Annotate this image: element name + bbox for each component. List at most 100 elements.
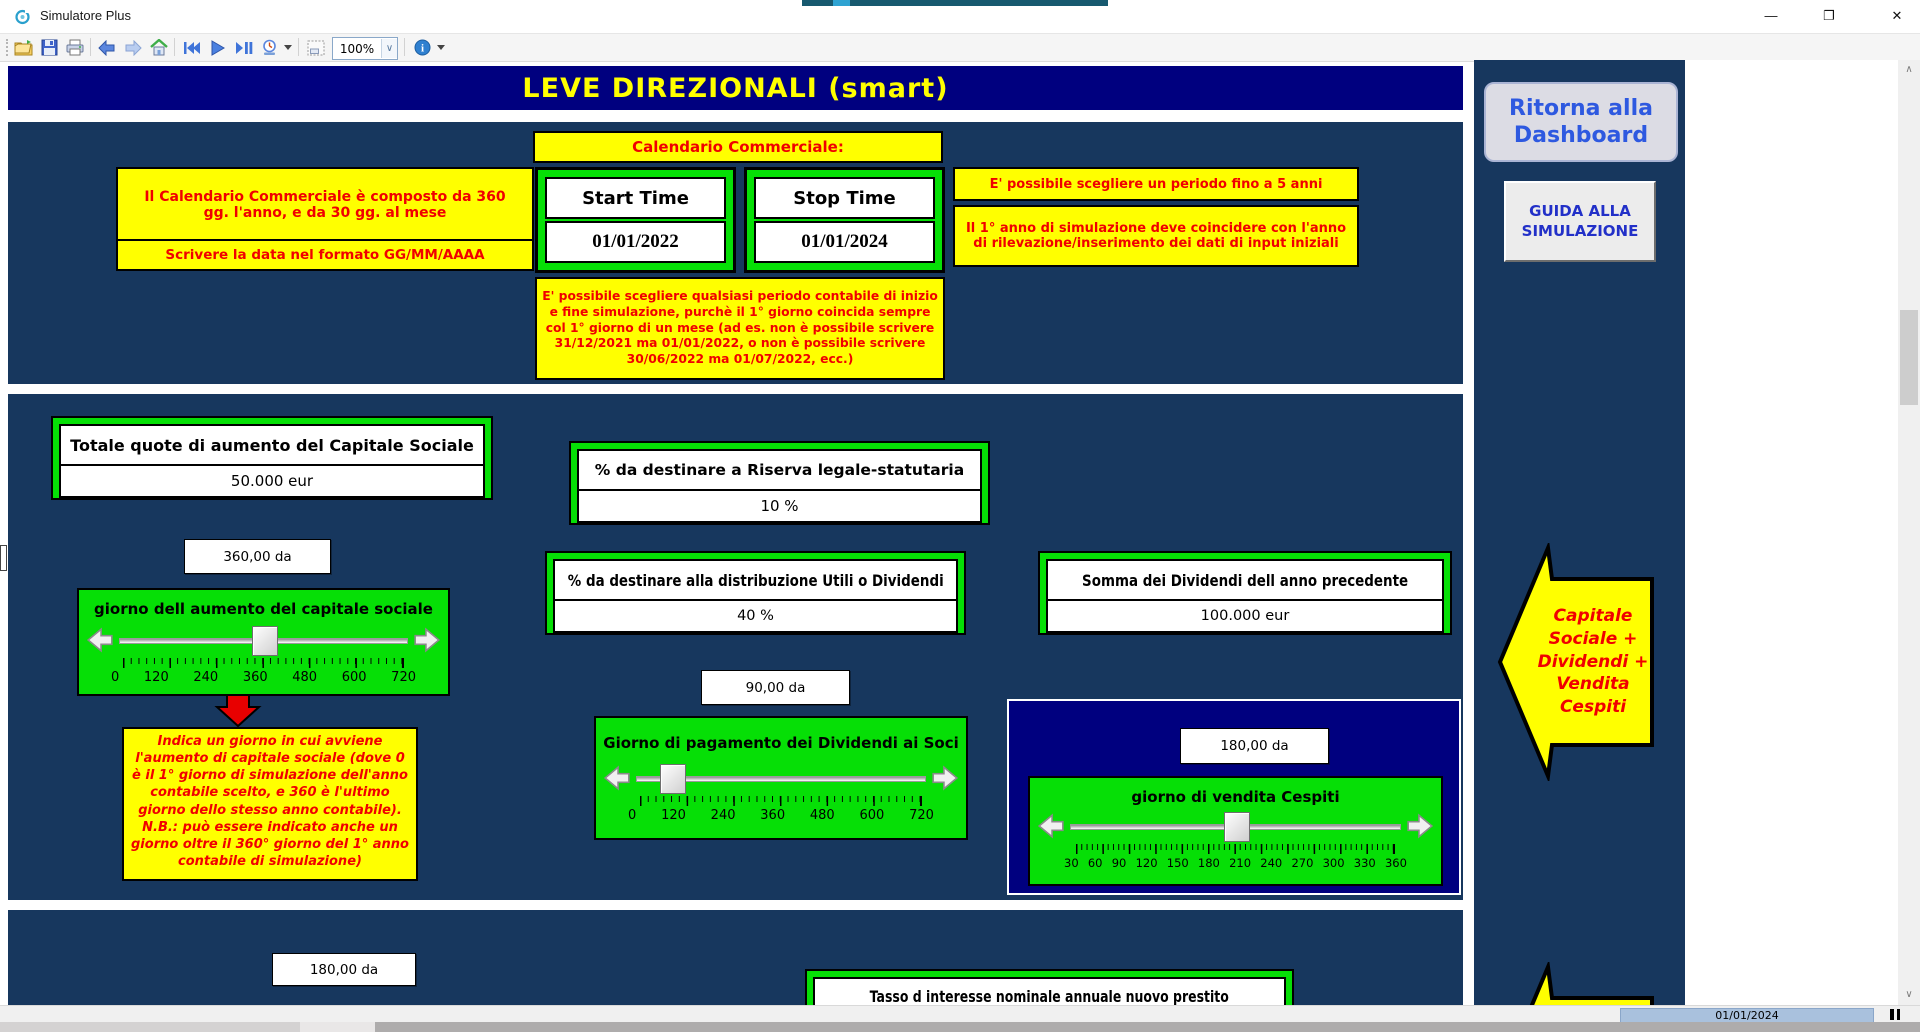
dividends-slider-label: Giorno di pagamento dei Dividendi ai Soc… [603, 734, 959, 752]
capital-day-value[interactable]: 360,00 da [184, 539, 331, 574]
dividends-percent-value[interactable]: 40 % [553, 601, 958, 633]
forward-button[interactable] [122, 37, 144, 58]
slider-right-arrow[interactable] [1405, 812, 1435, 840]
slider-thumb[interactable] [1223, 812, 1250, 842]
slider-thumb[interactable] [251, 626, 278, 656]
horizontal-scroll-thumb[interactable] [375, 1022, 1920, 1032]
calendar-composition-info: Il Calendario Commerciale è composto da … [116, 167, 534, 243]
capital-note: Indica un giorno in cui avviene l'aument… [122, 727, 418, 881]
save-button[interactable] [38, 37, 60, 58]
start-time-label: Start Time [545, 177, 726, 219]
toolbar-grip [6, 39, 8, 56]
slider-right-arrow[interactable] [412, 626, 442, 654]
calendar-section: Calendario Commerciale: Il Calendario Co… [8, 122, 1463, 384]
page-banner: LEVE DIREZIONALI (smart) [8, 66, 1463, 110]
slider-left-arrow[interactable] [602, 764, 632, 792]
slider-left-arrow[interactable] [85, 626, 115, 654]
capital-arrow-text: Capitale Sociale + Dividendi + Vendita C… [1537, 605, 1649, 718]
pause-button[interactable] [1888, 1009, 1902, 1020]
scroll-down-arrow[interactable]: ∨ [1905, 989, 1913, 1000]
slider-ticks [123, 658, 404, 668]
simulation-clock-button[interactable] [258, 37, 280, 58]
capital-arrow: Capitale Sociale + Dividendi + Vendita C… [1492, 540, 1660, 784]
assets-slider-label: giorno di vendita Cespiti [1131, 788, 1340, 806]
toolbar-separator [174, 38, 175, 56]
calendar-format-info: Scrivere la data nel formato GG/MM/AAAA [116, 239, 534, 271]
dividends-day-slider: Giorno di pagamento dei Dividendi ai Soc… [594, 716, 968, 840]
play-button[interactable] [207, 37, 229, 58]
slider-right-arrow[interactable] [930, 764, 960, 792]
app-icon [15, 9, 30, 25]
capital-day-slider: giorno dell aumento del capitale sociale… [77, 588, 450, 696]
capital-slider-label: giorno dell aumento del capitale sociale [94, 600, 433, 618]
vertical-scroll-thumb[interactable] [1900, 310, 1918, 405]
reserve-percent-value[interactable]: 10 % [577, 491, 982, 523]
reserve-percent-box: % da destinare a Riserva legale-statutar… [569, 441, 990, 525]
zoom-select[interactable]: 100% ∨ [332, 37, 398, 60]
capital-total-box: Totale quote di aumento del Capitale Soc… [51, 416, 493, 500]
info-dropdown-caret[interactable] [437, 45, 445, 50]
return-dashboard-button[interactable]: Ritorna alla Dashboard [1484, 82, 1678, 162]
window-title: Simulatore Plus [40, 8, 132, 23]
slider-track[interactable] [119, 626, 408, 656]
start-time-box: Start Time 01/01/2022 [535, 167, 736, 273]
rules-info: E' possibile scegliere qualsiasi periodo… [535, 277, 945, 380]
simulation-guide-button[interactable]: GUIDA ALLA SIMULAZIONE [1504, 181, 1656, 262]
slider-left-arrow[interactable] [1036, 812, 1066, 840]
previous-dividends-value[interactable]: 100.000 eur [1046, 601, 1444, 633]
clock-dropdown-caret[interactable] [284, 45, 292, 50]
go-last-button[interactable] [233, 37, 255, 58]
horizontal-scroll-segment[interactable] [0, 1022, 300, 1032]
statusbar: 01/01/2024 [0, 1005, 1920, 1023]
stop-time-box: Stop Time 01/01/2024 [744, 167, 945, 273]
left-edge-handle[interactable] [0, 545, 7, 571]
loan-section: 180,00 da Tasso d interesse nominale ann… [8, 910, 1463, 1005]
vertical-scrollbar[interactable]: ∧ ∨ [1898, 60, 1920, 1005]
go-first-button[interactable] [181, 37, 203, 58]
start-time-value[interactable]: 01/01/2022 [545, 221, 726, 263]
first-year-info: Il 1° anno di simulazione deve coincider… [953, 205, 1359, 267]
capital-total-value[interactable]: 50.000 eur [59, 466, 485, 498]
stop-time-value[interactable]: 01/01/2024 [754, 221, 935, 263]
close-button[interactable]: ✕ [1891, 8, 1903, 23]
scroll-up-arrow[interactable]: ∧ [1905, 64, 1913, 75]
capital-total-label: Totale quote di aumento del Capitale Soc… [59, 424, 485, 466]
info-button[interactable]: i [411, 37, 433, 58]
assets-day-value[interactable]: 180,00 da [1180, 728, 1329, 764]
slider-thumb[interactable] [660, 764, 687, 794]
calendar-header: Calendario Commerciale: [533, 131, 943, 163]
period-info: E' possibile scegliere un periodo fino a… [953, 167, 1359, 201]
slider-track[interactable] [1070, 812, 1401, 842]
maximize-button[interactable]: ❐ [1823, 8, 1835, 23]
toolbar: 100% ∨ i [0, 33, 1920, 62]
loan-rate-box: Tasso d interesse nominale annuale nuovo… [805, 969, 1294, 1005]
horizontal-scrollbar[interactable] [0, 1022, 1920, 1032]
print-button[interactable] [64, 37, 86, 58]
left-arrow-icon [1497, 540, 1654, 784]
down-arrow-icon [214, 694, 262, 728]
previous-dividends-label: Somma dei Dividendi dell anno precedente [1046, 559, 1444, 601]
titlebar: Simulatore Plus — ❐ ✕ [0, 0, 1920, 33]
levers-section: Totale quote di aumento del Capitale Soc… [8, 394, 1463, 900]
open-file-button[interactable] [12, 37, 34, 58]
slider-ticks [1076, 844, 1395, 854]
dividends-day-value[interactable]: 90,00 da [701, 670, 850, 705]
home-button[interactable] [148, 37, 170, 58]
page-setup-button[interactable] [305, 37, 327, 58]
right-margin [1685, 60, 1898, 1005]
slider-track[interactable] [636, 764, 926, 794]
loan-day-value[interactable]: 180,00 da [272, 953, 416, 986]
back-button[interactable] [96, 37, 118, 58]
page-title: LEVE DIREZIONALI (smart) [522, 72, 949, 104]
loan-arrow-partial [1492, 959, 1660, 1005]
toolbar-separator [298, 38, 299, 56]
zoom-dropdown-caret[interactable]: ∨ [381, 39, 397, 58]
minimize-button[interactable]: — [1764, 8, 1778, 23]
slider-ticks [640, 796, 922, 806]
background-window-edge-highlight [833, 0, 850, 6]
